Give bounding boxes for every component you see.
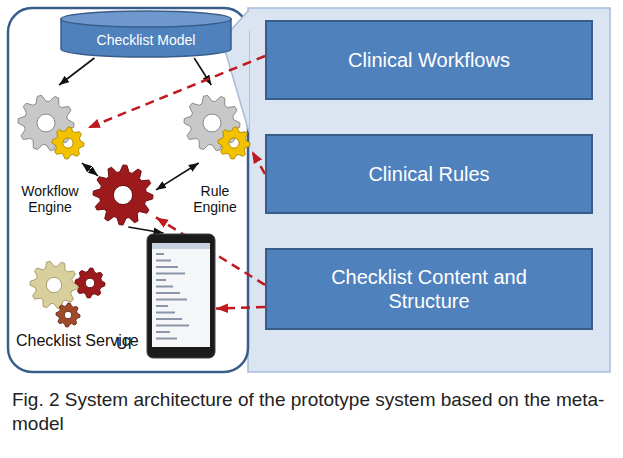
gear-icon xyxy=(12,85,88,163)
small-red-gear xyxy=(75,268,105,298)
dashed-mapping-arrow xyxy=(88,56,265,128)
process-box: Checklist Content and Structure xyxy=(265,248,593,330)
small-gears-icon xyxy=(24,251,108,331)
engine-label: Workflow Engine xyxy=(12,183,88,215)
engine-label: Rule Engine xyxy=(178,183,252,215)
small-brown-gear xyxy=(56,303,80,327)
engine-icon: Workflow Engine xyxy=(12,85,88,217)
process-box: Clinical Workflows xyxy=(265,20,593,100)
khaki-gear xyxy=(30,261,78,308)
figure-caption: Fig. 2 System architecture of the protot… xyxy=(12,388,608,436)
engine-icon: Rule Engine xyxy=(178,85,252,217)
detail-panel xyxy=(248,8,610,372)
yellow-gear xyxy=(52,127,84,159)
red-gear-icon xyxy=(90,163,156,227)
box-label: Checklist Content and Structure xyxy=(314,265,544,313)
gray-gear xyxy=(18,95,74,150)
flow-arrow xyxy=(59,58,94,85)
ui-label: UI xyxy=(116,336,132,352)
dashed-mapping-arrow xyxy=(252,151,265,174)
service-icon: Checklist Service xyxy=(12,163,162,355)
flow-arrow xyxy=(82,163,98,176)
node-label: Checklist Model xyxy=(97,32,196,48)
box-label: Clinical Workflows xyxy=(348,48,510,72)
tablet-icon xyxy=(146,233,216,359)
flow-arrow xyxy=(128,227,163,233)
dashed-mapping-arrow xyxy=(216,307,265,309)
flow-arrow xyxy=(156,163,199,190)
box-label: Clinical Rules xyxy=(368,162,489,186)
database-cylinder: Checklist Model xyxy=(60,10,232,58)
tablet-ui: UI xyxy=(112,233,218,361)
red-gear xyxy=(93,165,153,225)
gray-gear xyxy=(184,95,240,150)
process-box: Clinical Rules xyxy=(265,134,593,214)
gear-icon xyxy=(178,85,252,163)
yellow-gear xyxy=(218,127,250,159)
